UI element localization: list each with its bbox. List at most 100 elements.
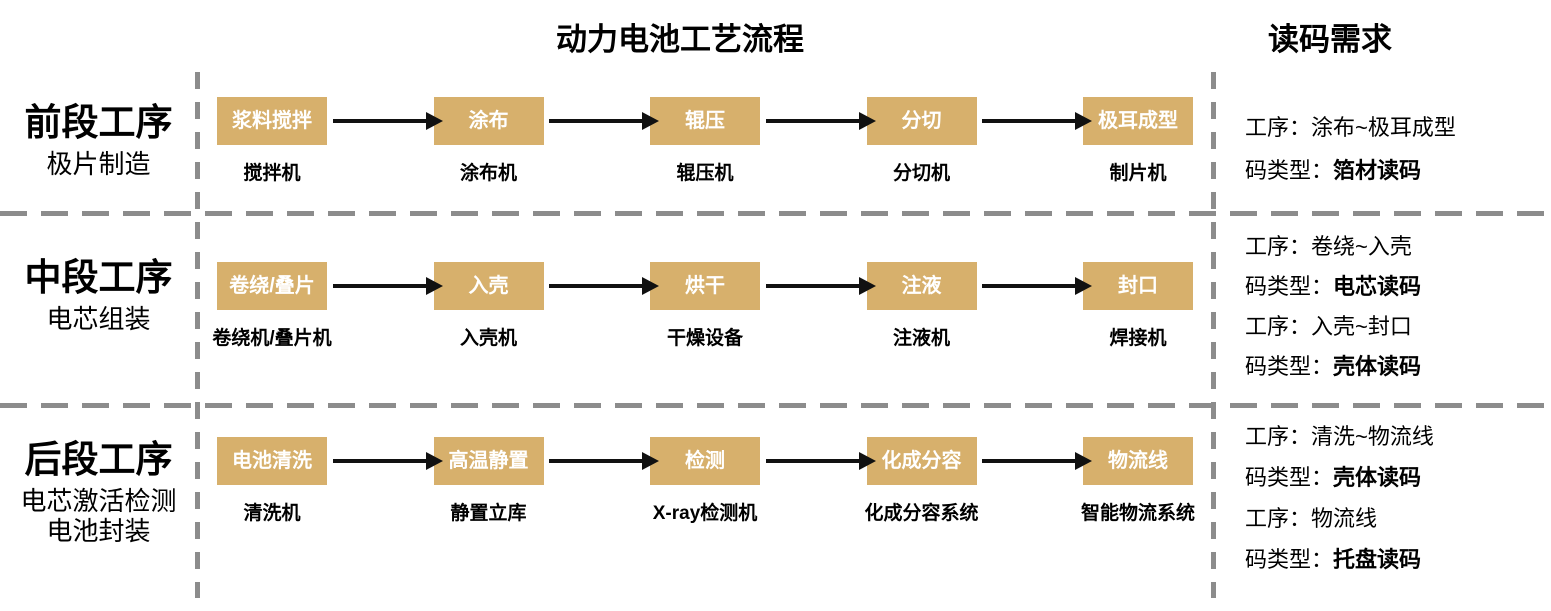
process-box: 检测 [650, 437, 760, 485]
process-box: 卷绕/叠片 [217, 262, 327, 310]
machine-label: 制片机 [1109, 163, 1167, 184]
flow-step: 分切 分切机 [847, 97, 997, 185]
flow-step: 极耳成型 制片机 [1063, 97, 1213, 185]
requirement-value: 托盘读码 [1333, 547, 1422, 572]
process-box: 辊压 [650, 97, 760, 145]
stage-subtitle: 电芯激活检测 [20, 486, 177, 516]
requirement-label: 工序： [1245, 115, 1312, 140]
requirement-line: 工序：涂布~极耳成型 [1245, 110, 1545, 153]
requirement-label: 工序： [1245, 506, 1312, 531]
flow-arrow-icon [982, 112, 1092, 130]
flow-step: 辊压 辊压机 [630, 97, 780, 185]
stage-subtitle: 电池封装 [46, 516, 151, 546]
process-box: 电池清洗 [217, 437, 327, 485]
flow-row-front: 浆料搅拌 搅拌机 涂布 涂布机 辊压 辊压机 分切 分切机 极耳成型 制片机 [197, 97, 1213, 185]
process-box: 封口 [1083, 262, 1193, 310]
requirements-front: 工序：涂布~极耳成型 码类型：箔材读码 [1245, 110, 1545, 196]
flow-arrow-icon [333, 452, 443, 470]
process-box: 入壳 [433, 262, 544, 310]
requirement-value: 涂布~极耳成型 [1311, 115, 1456, 140]
stage-back: 后段工序 电芯激活检测 电池封装 [0, 439, 197, 547]
requirement-value: 清洗~物流线 [1311, 424, 1434, 449]
requirement-line: 工序：物流线 [1245, 501, 1545, 542]
flow-step: 涂布 涂布机 [414, 97, 564, 185]
flow-step: 浆料搅拌 搅拌机 [197, 97, 347, 185]
machine-label: X-ray检测机 [652, 503, 758, 524]
flow-arrow-icon [549, 277, 659, 295]
process-box: 分切 [866, 97, 977, 145]
flow-arrow-icon [766, 277, 876, 295]
requirement-value: 入壳~封口 [1311, 314, 1412, 339]
requirement-label: 工序： [1245, 314, 1312, 339]
machine-label: 卷绕机/叠片机 [212, 328, 332, 349]
requirement-value: 卷绕~入壳 [1311, 234, 1412, 259]
process-box: 物流线 [1083, 437, 1193, 485]
machine-label: 清洗机 [243, 503, 301, 524]
requirement-line: 码类型：箔材读码 [1245, 153, 1545, 196]
flow-arrow-icon [982, 452, 1092, 470]
flow-step: 电池清洗 清洗机 [197, 437, 347, 525]
flow-arrow-icon [766, 112, 876, 130]
machine-label: 静置立库 [450, 503, 527, 524]
flow-requirements-divider [1211, 72, 1216, 598]
row-divider-1 [0, 211, 1551, 216]
flow-step: 检测 X-ray检测机 [630, 437, 780, 525]
machine-label: 智能物流系统 [1080, 503, 1195, 524]
machine-label: 入壳机 [459, 328, 517, 349]
stage-title: 后段工序 [24, 439, 173, 480]
machine-label: 干燥设备 [666, 328, 743, 349]
requirement-value: 壳体读码 [1333, 354, 1422, 379]
stage-subtitle: 电芯组装 [46, 304, 151, 334]
flow-step: 高温静置 静置立库 [414, 437, 564, 525]
machine-label: 搅拌机 [243, 163, 301, 184]
flow-step: 入壳 入壳机 [414, 262, 564, 350]
flow-arrow-icon [333, 112, 443, 130]
requirement-value: 壳体读码 [1333, 465, 1422, 490]
machine-label: 化成分容系统 [864, 503, 979, 524]
process-box: 化成分容 [866, 437, 977, 485]
requirements-back: 工序：清洗~物流线 码类型：壳体读码 工序：物流线 码类型：托盘读码 [1245, 419, 1545, 583]
requirement-label: 码类型： [1245, 158, 1334, 183]
requirement-label: 码类型： [1245, 354, 1334, 379]
requirement-value: 物流线 [1311, 506, 1378, 531]
process-box: 注液 [866, 262, 977, 310]
machine-label: 涂布机 [459, 163, 517, 184]
requirement-label: 工序： [1245, 424, 1312, 449]
flow-arrow-icon [333, 277, 443, 295]
requirement-line: 工序：入壳~封口 [1245, 309, 1545, 349]
stage-subtitle: 极片制造 [46, 149, 151, 179]
flow-arrow-icon [549, 112, 659, 130]
machine-label: 分切机 [892, 163, 950, 184]
process-box: 烘干 [650, 262, 760, 310]
flow-step: 卷绕/叠片 卷绕机/叠片机 [197, 262, 347, 350]
flow-arrow-icon [549, 452, 659, 470]
flow-arrow-icon [982, 277, 1092, 295]
stage-title: 前段工序 [24, 102, 173, 143]
requirement-label: 工序： [1245, 234, 1312, 259]
requirement-line: 工序：清洗~物流线 [1245, 419, 1545, 460]
process-box: 涂布 [433, 97, 544, 145]
machine-label: 辊压机 [676, 163, 734, 184]
machine-label: 焊接机 [1109, 328, 1167, 349]
stage-title: 中段工序 [24, 257, 173, 298]
flow-row-middle: 卷绕/叠片 卷绕机/叠片机 入壳 入壳机 烘干 干燥设备 注液 注液机 封口 焊… [197, 262, 1213, 350]
stage-middle: 中段工序 电芯组装 [0, 257, 197, 335]
requirement-line: 码类型：壳体读码 [1245, 460, 1545, 501]
requirement-line: 工序：卷绕~入壳 [1245, 229, 1545, 269]
requirement-line: 码类型：托盘读码 [1245, 542, 1545, 583]
process-box: 高温静置 [433, 437, 544, 485]
flow-row-back: 电池清洗 清洗机 高温静置 静置立库 检测 X-ray检测机 化成分容 化成分容… [197, 437, 1213, 525]
flow-step: 封口 焊接机 [1063, 262, 1213, 350]
process-box: 浆料搅拌 [217, 97, 327, 145]
requirement-label: 码类型： [1245, 547, 1334, 572]
flow-arrow-icon [766, 452, 876, 470]
process-box: 极耳成型 [1083, 97, 1193, 145]
flow-step: 物流线 智能物流系统 [1063, 437, 1213, 525]
requirement-label: 码类型： [1245, 465, 1334, 490]
flow-step: 化成分容 化成分容系统 [847, 437, 997, 525]
flow-title: 动力电池工艺流程 [556, 22, 804, 57]
requirement-line: 码类型：壳体读码 [1245, 349, 1545, 389]
requirement-label: 码类型： [1245, 274, 1334, 299]
flow-step: 注液 注液机 [847, 262, 997, 350]
